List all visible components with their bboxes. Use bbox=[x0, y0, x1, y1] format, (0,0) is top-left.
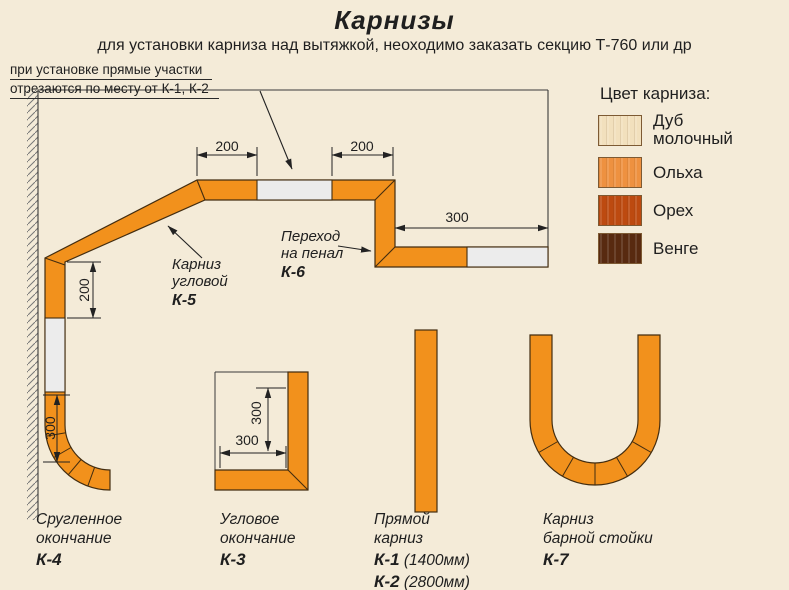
swatch-label-line: Ольха bbox=[653, 162, 703, 182]
label-k5-code: К-5 bbox=[172, 292, 197, 309]
k3-corner-piece bbox=[214, 371, 309, 491]
swatch-walnut bbox=[598, 195, 642, 226]
dim-k3-horizontal-300: 300 bbox=[235, 432, 259, 448]
swatch-oak-milk-label: Дуб молочный bbox=[653, 112, 733, 148]
cut-section-top bbox=[256, 179, 333, 201]
item-k1-size: (1400мм) bbox=[403, 552, 470, 569]
cut-sections bbox=[44, 179, 549, 393]
item-k7-code: К-7 bbox=[543, 550, 569, 569]
dim-k4-300: 300 bbox=[42, 416, 58, 440]
item-k7-line1: Карниз bbox=[543, 511, 594, 528]
label-k5-line1: Карниз bbox=[172, 256, 222, 273]
dim-right-300: 300 bbox=[445, 209, 469, 225]
note-cut-to-size: при установке прямые участки отрезаются … bbox=[10, 62, 219, 100]
item-k2-code: К-2 bbox=[374, 572, 400, 590]
item-k3-code: К-3 bbox=[220, 550, 246, 569]
item-k3-line1: Угловое bbox=[220, 511, 280, 528]
item-k1-line1: Прямой bbox=[374, 511, 430, 528]
note-line2: отрезаются по месту от К-1, К-2 bbox=[10, 81, 219, 99]
swatch-row-wenge: Венге bbox=[598, 233, 698, 264]
label-k6: Переход на пенал К-6 bbox=[281, 228, 343, 281]
item-k7-caption: Карниз барной стойки К-7 bbox=[543, 510, 653, 569]
item-k3-line2: окончание bbox=[220, 530, 296, 547]
item-k4-caption: Сругленное окончание К-4 bbox=[36, 510, 122, 569]
k6-arrow bbox=[337, 245, 372, 253]
item-k1-k2-caption: Прямой карниз К-1 (1400мм) К-2 (2800мм) bbox=[374, 510, 470, 590]
swatch-oak-milk bbox=[598, 114, 642, 146]
label-k6-line2: на пенал bbox=[281, 245, 344, 262]
dim-top-left-200: 200 bbox=[215, 138, 239, 154]
label-k6-line1: Переход bbox=[281, 228, 341, 245]
item-k1-code: К-1 bbox=[374, 550, 400, 569]
item-k4-code: К-4 bbox=[36, 550, 62, 569]
note-arrow bbox=[259, 90, 293, 170]
k1-straight-piece bbox=[414, 329, 438, 513]
cut-section-right bbox=[466, 246, 549, 268]
swatch-label-line: Дуб bbox=[653, 111, 684, 130]
label-k6-code: К-6 bbox=[281, 264, 306, 281]
swatch-wenge-label: Венге bbox=[653, 238, 699, 258]
swatch-row-oak-milk: Дуб молочный bbox=[598, 112, 733, 148]
wall-lines bbox=[27, 89, 549, 520]
item-k2-codeline: К-2 (2800мм) bbox=[374, 572, 470, 590]
dim-k3-vertical-300: 300 bbox=[248, 401, 264, 425]
swatch-alder bbox=[598, 157, 642, 188]
swatch-row-alder: Ольха bbox=[598, 157, 703, 188]
page-title: Карнизы bbox=[334, 5, 455, 35]
item-k4-line1: Сругленное bbox=[36, 511, 123, 528]
item-k7-line2: барной стойки bbox=[543, 530, 653, 547]
note-line1: при установке прямые участки bbox=[10, 62, 213, 80]
swatch-alder-label: Ольха bbox=[653, 162, 703, 182]
swatch-walnut-label: Орех bbox=[653, 200, 694, 220]
item-k2-size: (2800мм) bbox=[403, 574, 470, 590]
subtitle: для установки карниза над вытяжкой, неох… bbox=[97, 37, 692, 54]
cut-section-left bbox=[44, 317, 66, 393]
dim-top-right-200: 200 bbox=[350, 138, 374, 154]
label-k5: Карниз угловой К-5 bbox=[172, 256, 228, 309]
wall-hatch bbox=[27, 90, 38, 520]
joint-lines bbox=[44, 179, 396, 268]
item-k3-caption: Угловое окончание К-3 bbox=[220, 510, 296, 569]
label-k5-line2: угловой bbox=[172, 273, 228, 290]
item-k1-codeline: К-1 (1400мм) bbox=[374, 550, 470, 570]
swatch-wenge bbox=[598, 233, 642, 264]
swatch-label-line: Венге bbox=[653, 238, 699, 258]
dim-left-200: 200 bbox=[76, 278, 92, 302]
item-k4-line2: окончание bbox=[36, 530, 112, 547]
pointer-arrows bbox=[167, 90, 372, 259]
k5-arrow bbox=[167, 225, 203, 259]
k7-bar-piece bbox=[529, 334, 661, 486]
swatch-label-line: Орех bbox=[653, 200, 694, 220]
dimension-lines bbox=[43, 147, 549, 468]
swatch-label-line: молочный bbox=[653, 129, 733, 148]
swatch-row-walnut: Орех bbox=[598, 195, 693, 226]
item-k1-line2: карниз bbox=[374, 530, 423, 547]
color-panel-title: Цвет карниза: bbox=[600, 84, 711, 103]
